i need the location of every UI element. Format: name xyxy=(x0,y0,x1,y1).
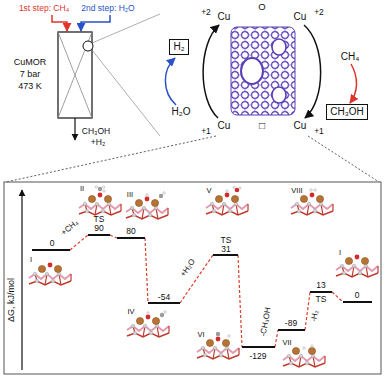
oxidation-state: +1 xyxy=(201,127,211,136)
condition-label: 473 K xyxy=(18,82,42,91)
energy-value: -89 xyxy=(285,319,297,328)
state-number: V xyxy=(206,187,211,195)
plot-frame xyxy=(4,182,381,374)
state-number: VIII xyxy=(291,187,302,195)
energy-value: 90 xyxy=(94,224,103,233)
ts-label: TS xyxy=(221,236,232,245)
step-label: +CH₄ xyxy=(60,219,80,238)
axis-title: ΔG, kJ/mol xyxy=(7,278,16,322)
reactant-label: CH₄ xyxy=(341,52,360,62)
condition-label: 7 bar xyxy=(20,70,41,79)
state-number: I xyxy=(30,256,32,264)
energy-value: 31 xyxy=(221,244,230,253)
energy-value: -54 xyxy=(158,293,170,302)
step-label: 2nd step: H₂O xyxy=(81,4,134,13)
energy-value: 0 xyxy=(50,239,55,248)
ts-label: TS xyxy=(316,295,327,304)
atom-label: O xyxy=(258,2,265,12)
state-number: VI xyxy=(197,331,204,339)
y-axis xyxy=(21,190,22,370)
reactor xyxy=(52,14,160,140)
product-label: CH₃OH xyxy=(82,127,111,136)
box-text: H₂ xyxy=(173,42,184,52)
step-label: +H₂O xyxy=(179,258,197,279)
energy-value: 80 xyxy=(126,227,135,236)
energy-value: 0 xyxy=(355,291,360,300)
atom-label: Cu xyxy=(294,12,307,22)
oxidation-state: +2 xyxy=(314,8,324,17)
atom-label: Cu xyxy=(294,121,307,131)
structure-snapshots xyxy=(29,186,378,367)
energy-levels xyxy=(32,235,372,347)
energy-value: -129 xyxy=(249,352,266,361)
state-number: II xyxy=(80,185,84,193)
catalyst-label: CuMOR xyxy=(14,58,47,67)
product-label: +H₂ xyxy=(91,138,105,147)
energy-value: 13 xyxy=(316,281,325,290)
product-box: H₂ xyxy=(169,39,188,55)
step-label: -H₂ xyxy=(310,310,320,323)
profile-dashes xyxy=(70,235,343,347)
atom-label: Cu xyxy=(218,121,231,131)
product-box: CH₃OH xyxy=(326,104,368,120)
oxidation-state: +2 xyxy=(201,8,211,17)
step-label: 1st step: CH₄ xyxy=(19,4,69,13)
state-number: VII xyxy=(282,339,291,347)
reactant-label: H₂O xyxy=(172,107,191,117)
zoom-lines xyxy=(6,136,379,182)
zeolite-framework xyxy=(231,27,295,115)
vacancy-symbol: □ xyxy=(259,121,265,131)
atom-label: Cu xyxy=(218,12,231,22)
oxidation-state: +1 xyxy=(314,127,324,136)
state-number: IV xyxy=(127,308,134,316)
state-number: III xyxy=(127,191,133,199)
state-number: I xyxy=(339,249,341,257)
step-label: -CH₃OH xyxy=(260,307,273,337)
box-text: CH₃OH xyxy=(330,107,364,117)
ts-label: TS xyxy=(94,215,105,224)
